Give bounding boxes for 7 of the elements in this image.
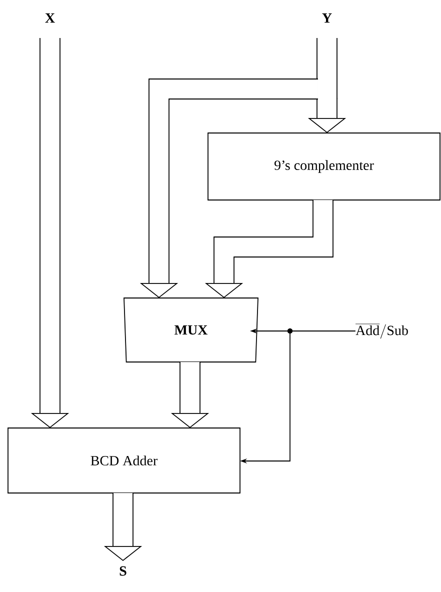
mux-trapezoid: MUX: [124, 298, 258, 362]
input-label: Y: [322, 13, 332, 23]
output-label: S: [120, 566, 126, 576]
block-box: 9’s complementer: [208, 132, 440, 200]
input-label: X: [45, 13, 55, 23]
block-box: BCD Adder: [8, 428, 240, 494]
control-label: $\overline{\mathrm{Add}}/\mathrm{Sub}$: [356, 324, 408, 339]
